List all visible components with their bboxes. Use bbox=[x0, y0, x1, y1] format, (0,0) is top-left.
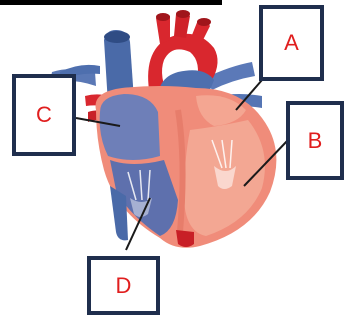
label-b-text: B bbox=[308, 128, 323, 154]
label-a-text: A bbox=[284, 30, 299, 56]
label-box-a: A bbox=[259, 5, 324, 81]
label-box-d: D bbox=[87, 256, 160, 315]
descending-aorta bbox=[176, 230, 194, 247]
label-c-text: C bbox=[36, 102, 52, 128]
label-box-c: C bbox=[12, 74, 76, 156]
label-box-b: B bbox=[286, 101, 344, 180]
label-d-text: D bbox=[116, 273, 132, 299]
right-atrium bbox=[100, 94, 160, 160]
